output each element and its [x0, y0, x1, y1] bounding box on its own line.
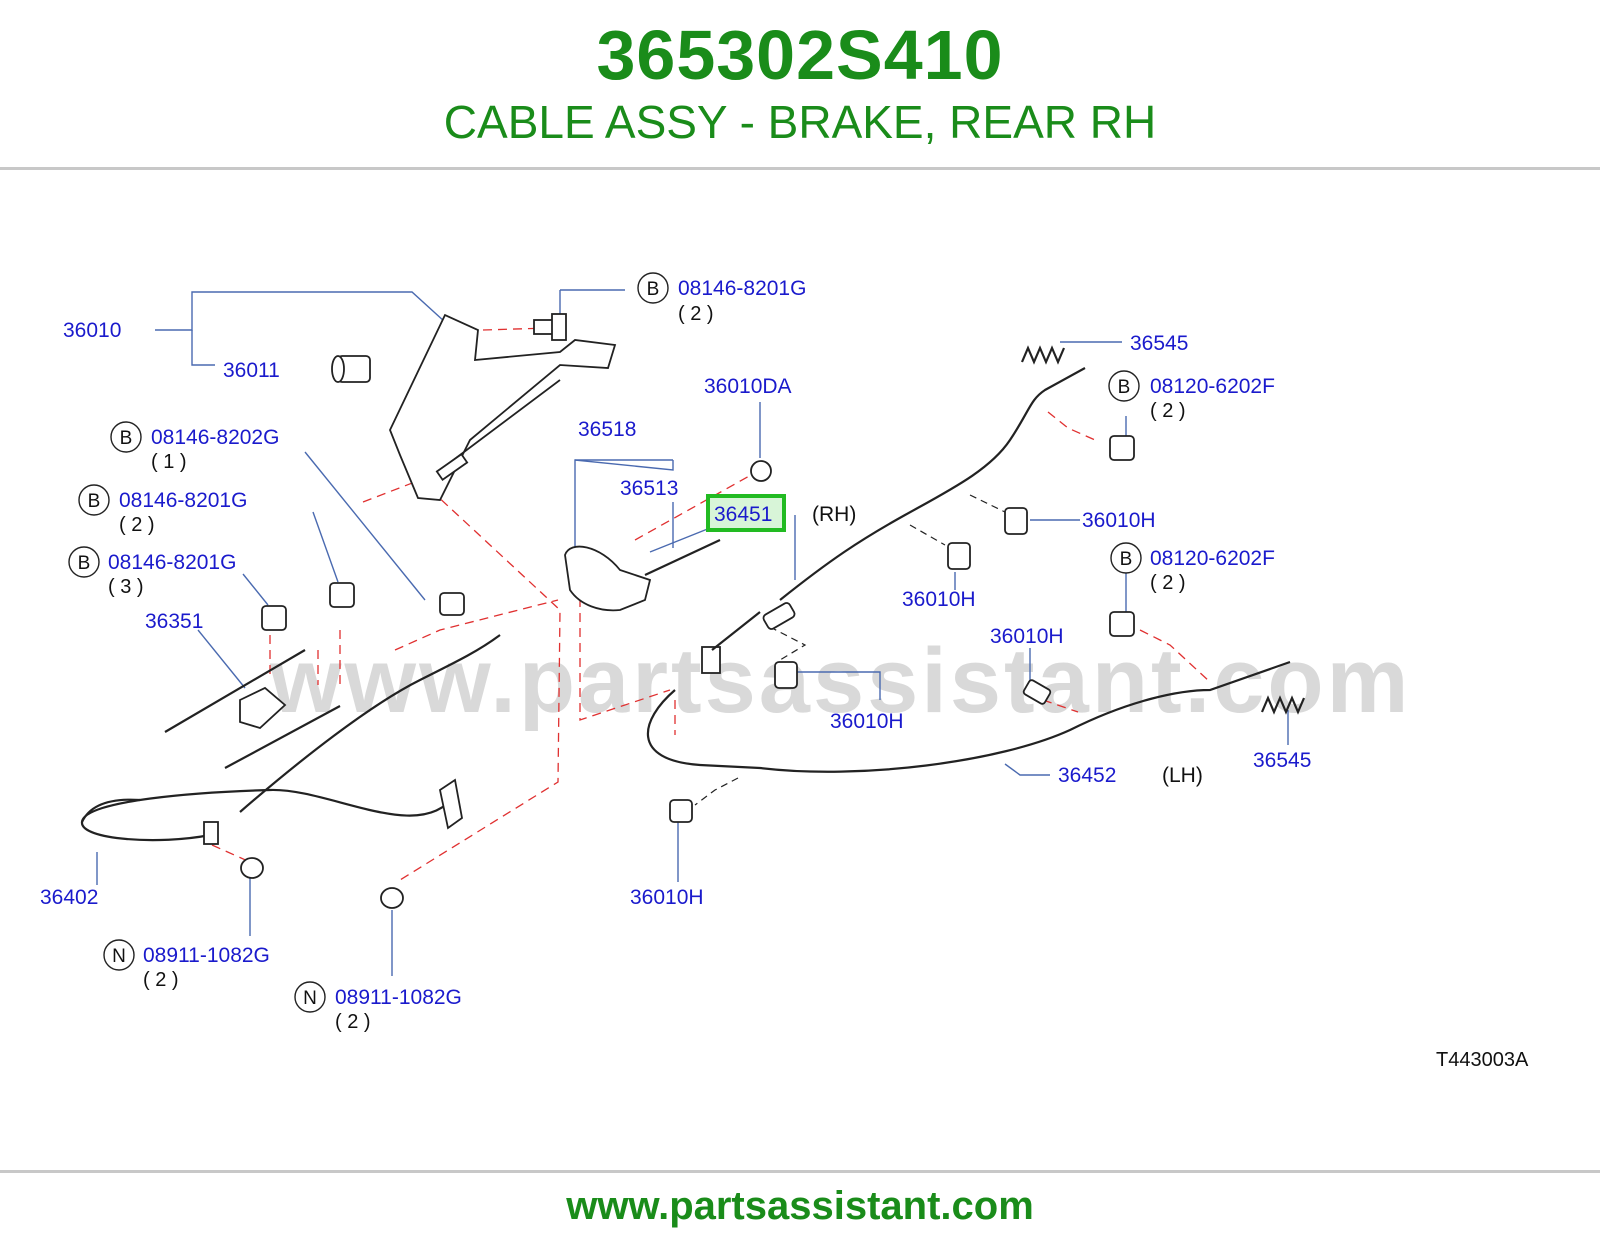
part-description: CABLE ASSY - BRAKE, REAR RH — [443, 96, 1157, 148]
svg-text:B: B — [120, 428, 133, 449]
bushing-36011 — [331, 355, 371, 383]
svg-text:B: B — [78, 553, 91, 574]
parking-brake-lever-assembly — [389, 313, 617, 501]
svg-text:B: B — [1118, 377, 1131, 398]
qty-n-a: ( 2 ) — [143, 969, 179, 991]
label-08120-6202f-top: 08120-6202F — [1150, 375, 1275, 398]
springs-36545 — [1020, 345, 1306, 715]
qty-mid: ( 2 ) — [119, 514, 155, 536]
label-36351: 36351 — [145, 610, 203, 633]
clip-plates — [203, 778, 463, 845]
label-36010h-d: 36010H — [830, 710, 904, 733]
label-08146-8201g-top: 08146-8201G — [678, 277, 806, 300]
label-36513: 36513 — [620, 477, 678, 500]
label-36011: 36011 — [223, 359, 280, 382]
highlight-box-36451 — [706, 494, 786, 532]
label-08146-8201g-mid: 08146-8201G — [119, 489, 247, 512]
bracket-36351 — [164, 649, 341, 769]
label-36452: 36452 — [1058, 764, 1116, 787]
nuts-08911 — [240, 857, 404, 909]
label-36010da: 36010DA — [704, 375, 792, 398]
bolt-top — [533, 313, 567, 341]
label-36010h-b: 36010H — [902, 588, 976, 611]
qty-6202f-top: ( 2 ) — [1150, 400, 1186, 422]
label-08911-1082g-a: 08911-1082G — [143, 944, 270, 967]
circle-markers: B B B B B B N N — [68, 272, 1142, 1013]
label-08911-1082g-b: 08911-1082G — [335, 986, 462, 1009]
svg-text:B: B — [647, 279, 660, 300]
header-divider — [0, 167, 1600, 170]
qty-6202f-low: ( 2 ) — [1150, 572, 1186, 594]
bolts-08120 — [1109, 435, 1135, 637]
qty-n-b: ( 2 ) — [335, 1011, 371, 1033]
svg-text:B: B — [88, 491, 101, 512]
diagram-code: T443003A — [1436, 1049, 1529, 1071]
label-36518: 36518 — [578, 418, 636, 441]
label-08120-6202f-low: 08120-6202F — [1150, 547, 1275, 570]
label-36010: 36010 — [63, 319, 121, 342]
assembly-dashes — [694, 494, 1006, 806]
bolts-36010h — [669, 507, 1052, 823]
label-36010h-a: 36010H — [1082, 509, 1156, 532]
header: 365302S410 CABLE ASSY - BRAKE, REAR RH — [0, 0, 1600, 168]
alignment-lines — [211, 327, 1211, 881]
nut-36010da — [750, 460, 772, 482]
part-number-title: 365302S410 — [596, 16, 1004, 94]
label-rh: (RH) — [812, 503, 856, 526]
label-36451: 36451 — [714, 503, 772, 526]
label-36402: 36402 — [40, 886, 98, 909]
svg-text:N: N — [112, 946, 126, 967]
label-36010h-c: 36010H — [990, 625, 1064, 648]
footer-divider — [0, 1170, 1600, 1173]
svg-text:B: B — [1120, 549, 1133, 570]
label-36545-top: 36545 — [1130, 332, 1188, 355]
qty-top: ( 2 ) — [678, 303, 714, 325]
lever-36518 — [564, 539, 721, 612]
watermark-text: www.partsassistant.com — [269, 630, 1411, 732]
label-36545-low: 36545 — [1253, 749, 1311, 772]
label-lh: (LH) — [1162, 764, 1203, 787]
qty-8202g: ( 1 ) — [151, 451, 187, 473]
label-08146-8202g: 08146-8202G — [151, 426, 279, 449]
leader-lines — [96, 289, 1289, 976]
qty-low: ( 3 ) — [108, 576, 144, 598]
brake-cables — [80, 367, 1291, 842]
svg-text:N: N — [303, 988, 317, 1009]
label-08146-8201g-low: 08146-8201G — [108, 551, 236, 574]
part-labels: 36010 36011 08146-8201G ( 2 ) 36010DA 36… — [40, 277, 1529, 1071]
bolts-08146 — [261, 582, 465, 631]
equalizer-36451 — [701, 602, 796, 674]
label-36010h-e: 36010H — [630, 886, 704, 909]
footer-url[interactable]: www.partsassistant.com — [566, 1184, 1034, 1228]
